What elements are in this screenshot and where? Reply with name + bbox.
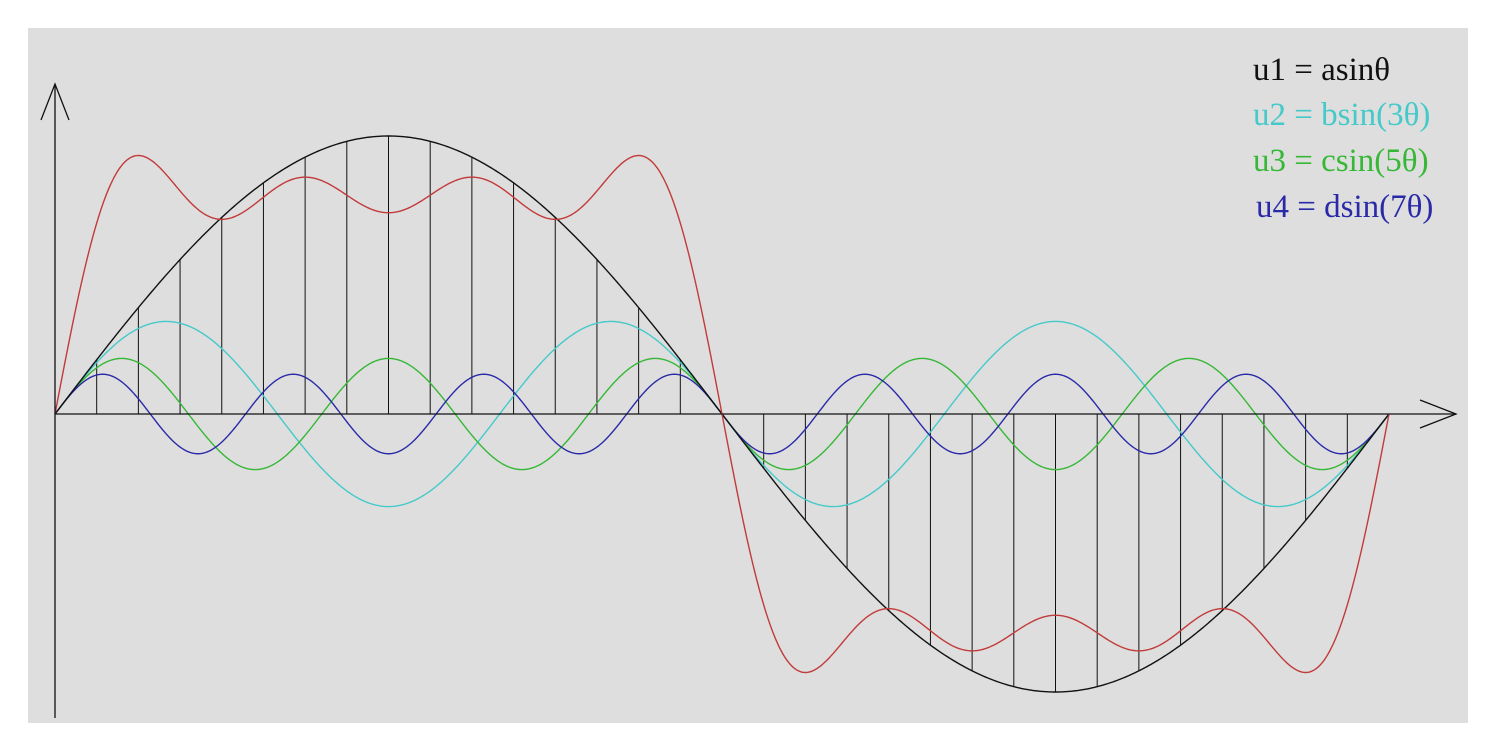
chart-plot bbox=[40, 82, 1458, 718]
legend-item-u4: u4 = dsin(7θ) bbox=[1256, 189, 1434, 225]
legend-item-u2: u2 = bsin(3θ) bbox=[1253, 97, 1431, 133]
legend-item-u1: u1 = asinθ bbox=[1253, 52, 1391, 88]
y-axis-arrow bbox=[40, 82, 70, 121]
x-axis-arrow bbox=[1419, 399, 1458, 429]
construction-lines bbox=[96, 136, 1348, 692]
chart-figure: u1 = asinθ u2 = bsin(3θ) u3 = csin(5θ) u4 =… bbox=[28, 28, 1468, 723]
legend-item-u3: u3 = csin(5θ) bbox=[1253, 143, 1429, 179]
axes bbox=[40, 82, 1458, 718]
